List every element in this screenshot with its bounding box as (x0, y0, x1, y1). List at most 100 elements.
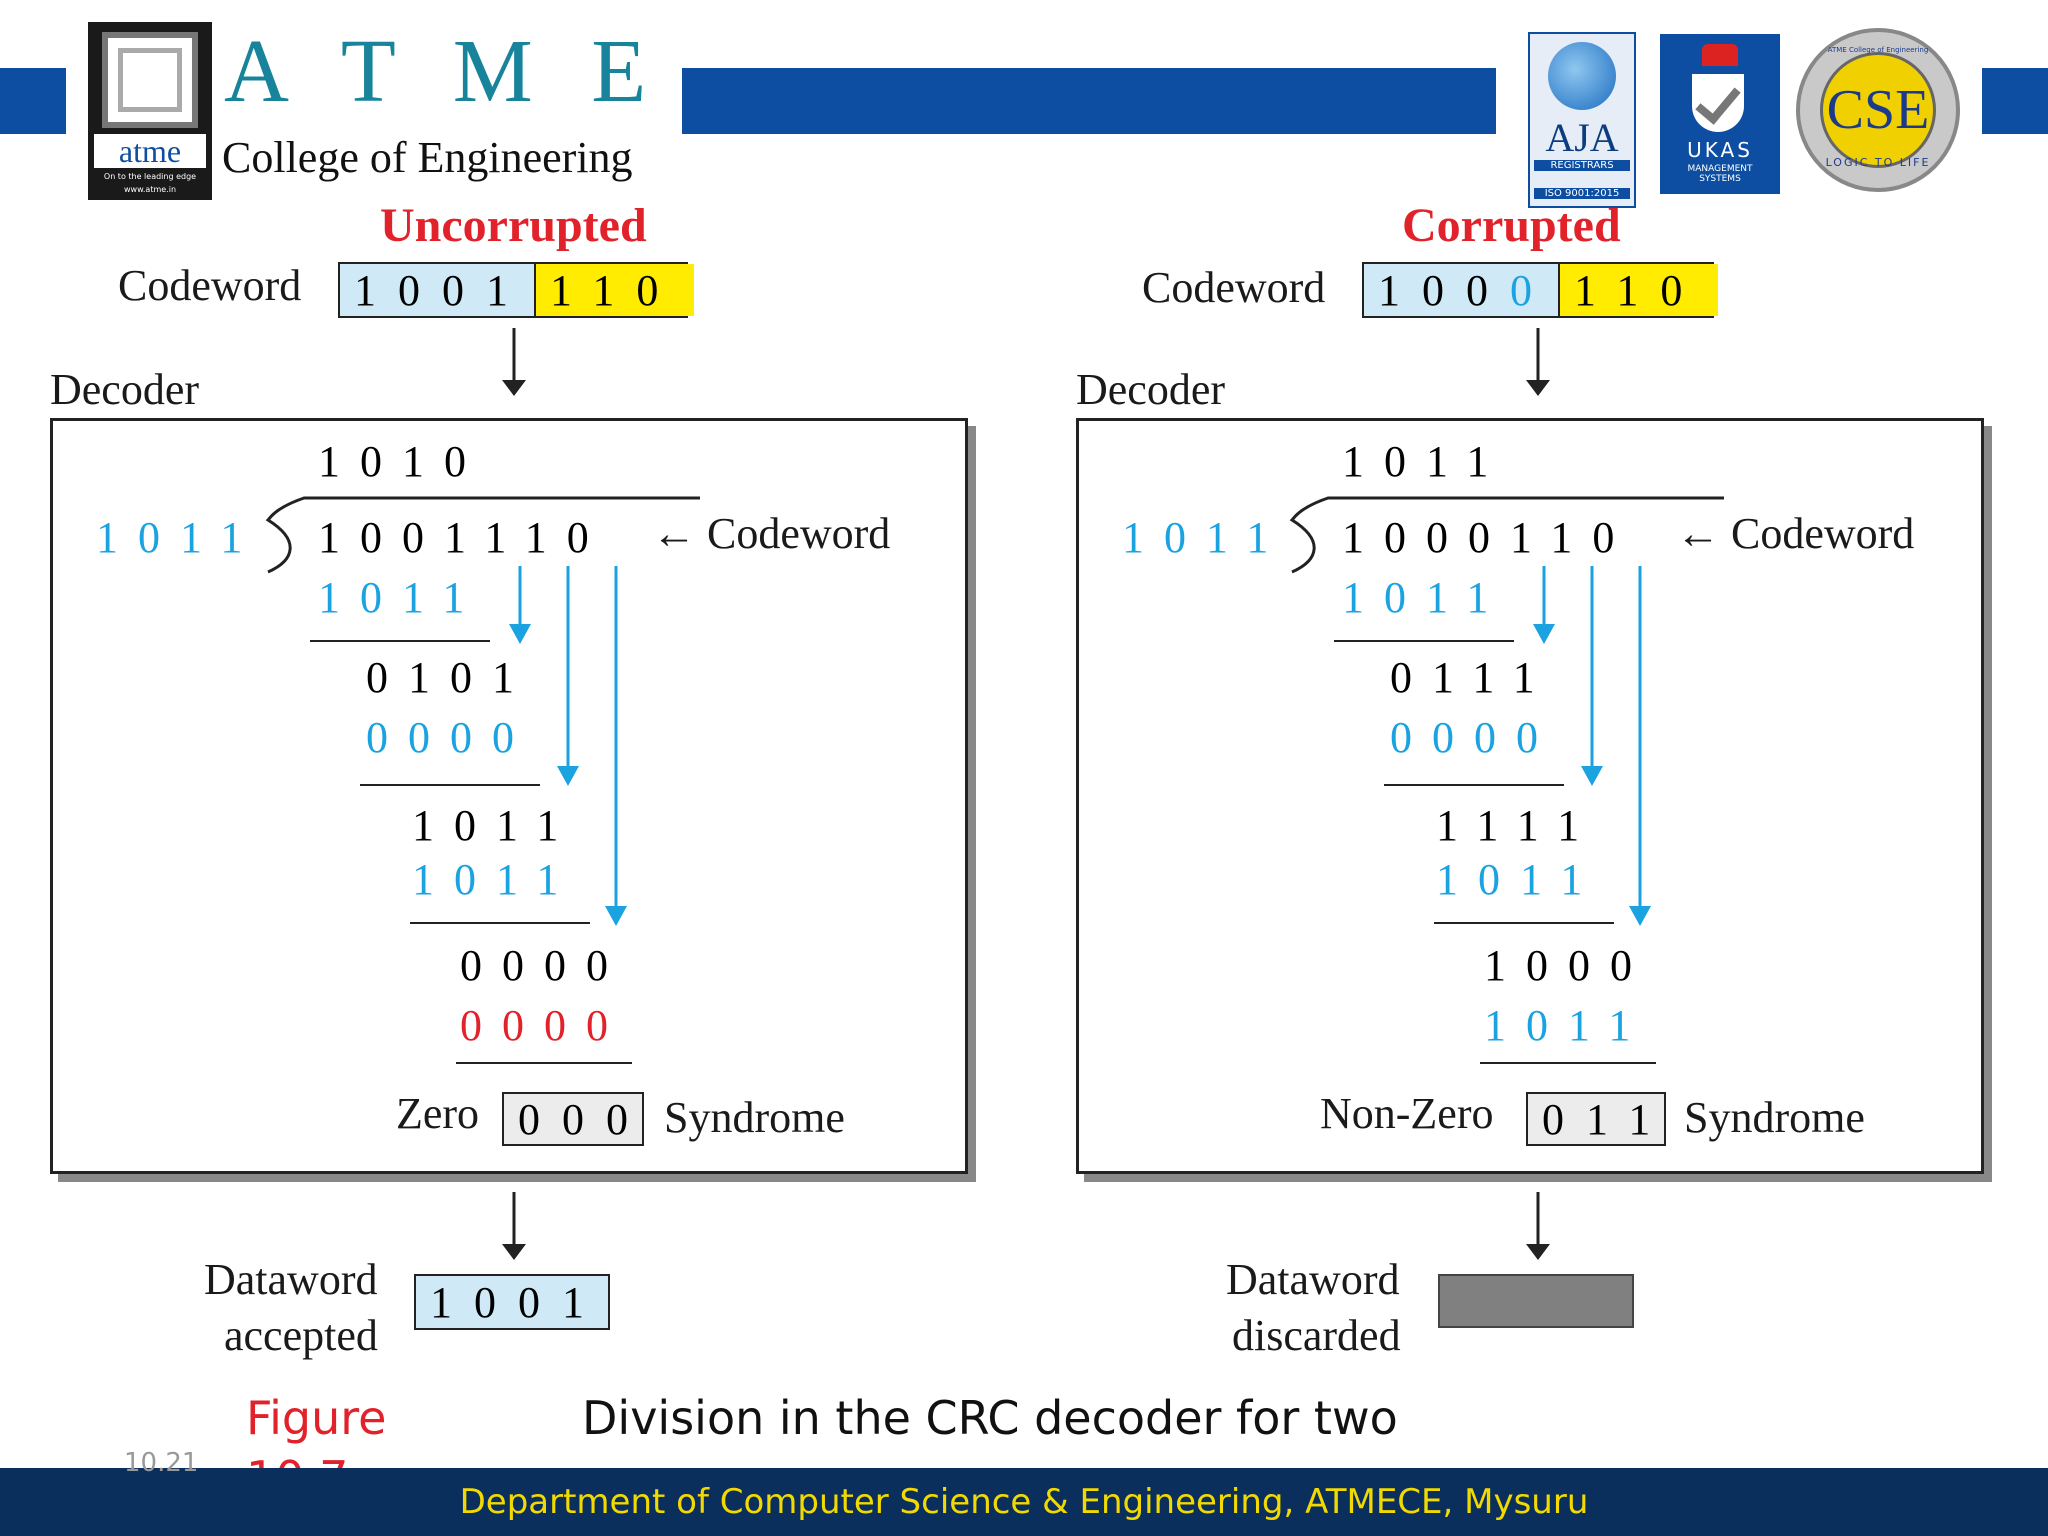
atme-logo-tagline: On to the leading edge (103, 172, 197, 181)
right-bringdown-arrowhead-1 (1533, 624, 1555, 644)
right-division-svg (1289, 328, 1724, 1260)
right-step-2: 0111 (1390, 653, 1555, 702)
right-step-6: 1000 (1484, 941, 1652, 990)
cse-badge-ring: ATME College of Engineering (1827, 46, 1929, 54)
right-output-arrowhead (1526, 1244, 1550, 1260)
crown-icon (1702, 44, 1738, 66)
left-decoder-panel (50, 418, 968, 1174)
header-band-left (0, 68, 66, 134)
footer-department: Department of Computer Science & Enginee… (459, 1482, 1589, 1522)
atme-logo-text: atme (94, 134, 206, 168)
left-rule-1 (310, 640, 490, 642)
atme-logo: atme On to the leading edge www.atme.in (88, 22, 212, 200)
left-result-label-1: Dataword (204, 1255, 378, 1304)
cse-badge-title: CSE (1826, 79, 1930, 141)
left-bringdown-arrowhead-3 (605, 906, 627, 926)
right-syndrome-box: 011 (1526, 1092, 1666, 1146)
left-codeword-data: 1001 (340, 264, 536, 316)
right-rule-1 (1334, 640, 1514, 642)
left-division-svg (265, 328, 700, 1260)
ukas-badge: UKAS MANAGEMENT SYSTEMS (1660, 34, 1780, 194)
ukas-badge-title: UKAS (1687, 138, 1753, 162)
left-codeword-crc: 110 (536, 264, 695, 316)
right-syndrome-value: 011 (1542, 1094, 1673, 1144)
right-dataword-discarded-box (1438, 1274, 1634, 1328)
left-codeword-arrowhead (502, 380, 526, 396)
left-step-4: 1011 (412, 801, 579, 850)
left-dataword-box: 1001 (414, 1274, 610, 1330)
left-result-label-2: accepted (224, 1311, 378, 1360)
left-step-7: 0000 (460, 1001, 628, 1050)
left-syndrome-label: Syndrome (664, 1093, 845, 1142)
left-syndrome-box: 000 (502, 1092, 644, 1146)
right-codeword-label: Codeword (1142, 263, 1326, 312)
right-bringdown-arrowhead-3 (1629, 906, 1651, 926)
right-codeword-arrowhead (1526, 380, 1550, 396)
cse-badge: CSE ATME College of Engineering LOGIC TO… (1796, 28, 1960, 192)
left-step-2: 0101 (366, 653, 534, 702)
right-step-7: 1011 (1484, 1001, 1651, 1050)
uncorrupted-heading: Uncorrupted (380, 199, 647, 252)
right-decoder-panel (1076, 418, 1984, 1174)
right-quotient: 1011 (1342, 437, 1509, 486)
corrupted-heading: Corrupted (1402, 199, 1621, 252)
left-codeword-box: 1001 110 (338, 262, 695, 318)
right-codeword-flipped-bit: 0 (1510, 265, 1554, 315)
right-step-3: 0000 (1390, 713, 1558, 762)
right-division-bracket (1289, 496, 1724, 574)
right-syndrome-prefix: Non-Zero (1320, 1089, 1494, 1138)
left-output-arrowhead (502, 1244, 526, 1260)
left-quotient: 1010 (318, 437, 486, 486)
slide-number: 10.21 (124, 1448, 199, 1478)
right-result-label-2: discarded (1232, 1311, 1401, 1360)
left-syndrome-value: 000 (518, 1094, 650, 1144)
left-rule-4 (456, 1062, 632, 1064)
checkmark-icon (1692, 74, 1744, 132)
right-rule-2 (1384, 784, 1564, 786)
left-syndrome-prefix: Zero (396, 1089, 480, 1138)
header-band-middle (682, 68, 1496, 134)
left-dataword-value: 1001 (430, 1277, 606, 1327)
right-step-5: 1011 (1436, 855, 1603, 904)
left-decoder-label: Decoder (50, 365, 200, 414)
left-bringdown-arrowhead-1 (509, 624, 531, 644)
globe-icon (1548, 42, 1616, 110)
left-divisor: 1011 (96, 513, 263, 562)
right-codeword-crc: 110 (1560, 264, 1719, 316)
header-band-right (1982, 68, 2048, 134)
right-rule-3 (1434, 922, 1614, 924)
right-step-4: 1111 (1436, 801, 1600, 850)
right-dividend: 1000110 (1342, 513, 1635, 562)
footer-bar (0, 1468, 2048, 1536)
right-rule-4 (1480, 1062, 1656, 1064)
left-step-1: 1011 (318, 573, 485, 622)
right-syndrome-label: Syndrome (1684, 1093, 1865, 1142)
left-step-6: 0000 (460, 941, 628, 990)
left-rule-2 (360, 784, 540, 786)
aja-badge-sub: REGISTRARS (1534, 160, 1630, 171)
atme-logo-square (102, 32, 198, 128)
left-step-3: 0000 (366, 713, 534, 762)
left-codeword-label: Codeword (118, 261, 302, 310)
left-rule-3 (410, 922, 590, 924)
right-dividend-label: ← Codeword (1676, 509, 1915, 558)
right-codeword-data-a: 100 (1378, 265, 1510, 315)
aja-badge: AJA REGISTRARS ISO 9001:2015 (1528, 32, 1636, 208)
right-step-1: 1011 (1342, 573, 1509, 622)
right-decoder-label: Decoder (1076, 365, 1226, 414)
brand-letters: A T M E (224, 22, 665, 121)
left-bringdown-arrowhead-2 (557, 766, 579, 786)
brand-subtitle: College of Engineering (222, 133, 633, 182)
left-dividend: 1001110 (318, 513, 609, 562)
left-dividend-label: ← Codeword (652, 509, 891, 558)
aja-badge-iso: ISO 9001:2015 (1534, 188, 1630, 199)
cse-badge-motto: LOGIC TO LIFE (1825, 156, 1931, 169)
atme-logo-url: www.atme.in (123, 185, 177, 194)
aja-badge-title: AJA (1545, 115, 1619, 160)
ukas-badge-sub: MANAGEMENT SYSTEMS (1687, 164, 1753, 184)
right-result-label-1: Dataword (1226, 1255, 1400, 1304)
left-step-5: 1011 (412, 855, 579, 904)
right-bringdown-arrowhead-2 (1581, 766, 1603, 786)
